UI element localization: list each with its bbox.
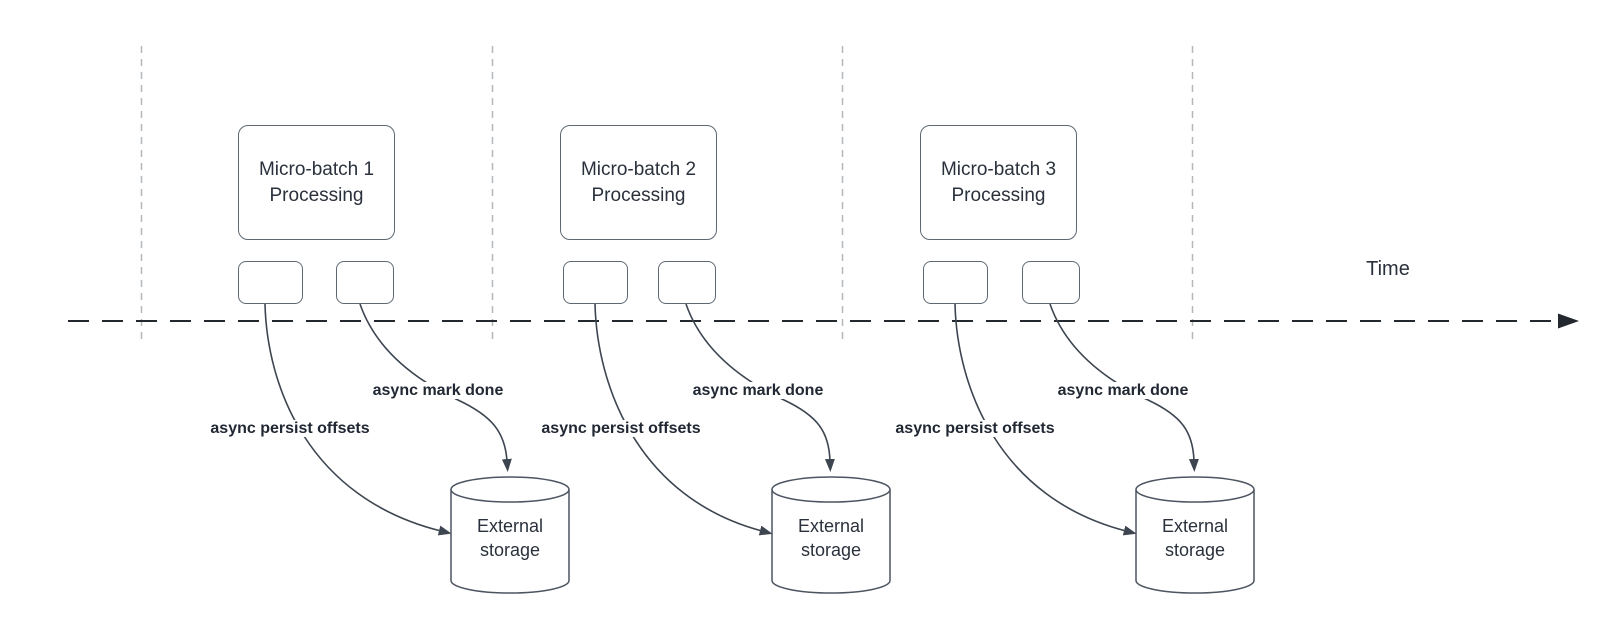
micro-batch-1-label: Micro-batch 1 Processing [258,158,375,206]
time-axis [68,313,1579,329]
micro-batch-2-label: Micro-batch 2 Processing [580,158,697,206]
micro-batch-3-label: Micro-batch 3 Processing [940,158,1057,206]
external-storage-label-1: External storage [476,516,544,560]
external-storage-label-3: External storage [1161,516,1229,560]
mark-done-rect-1 [336,261,394,304]
persist-offsets-edge-label-1: async persist offsets [208,420,372,437]
persist-offsets-edge-label-2: async persist offsets [539,420,703,437]
external-storage-label-2: External storage [797,516,865,560]
mark-done-rect-2 [658,261,716,304]
storage-cylinders [450,476,1255,594]
persist-offsets-arrow-2 [594,303,773,536]
persist-offsets-arrow-3 [954,303,1137,536]
storage-cylinder-3 [1135,476,1255,594]
persist-offsets-rect-2 [563,261,628,304]
micro-batch-2-box: Micro-batch 2 Processing [560,125,717,240]
persist-offsets-edge-label-3: async persist offsets [893,420,1057,437]
storage-cylinder-2 [771,476,891,594]
mark-done-rect-3 [1022,261,1080,304]
persist-offsets-rect-3 [923,261,988,304]
micro-batch-1-box: Micro-batch 1 Processing [238,125,395,240]
mark-done-edge-label-3: async mark done [1055,382,1191,399]
time-separator-lines [140,46,1194,340]
async-edges [264,303,1199,536]
time-axis-label: Time [1366,258,1410,280]
storage-cylinder-1 [450,476,570,594]
persist-offsets-arrow-1 [264,303,452,536]
persist-offsets-rect-1 [238,261,303,304]
mark-done-edge-label-2: async mark done [690,382,826,399]
time-axis-arrowhead-icon [1558,313,1579,329]
mark-done-edge-label-1: async mark done [370,382,506,399]
micro-batch-3-box: Micro-batch 3 Processing [920,125,1077,240]
